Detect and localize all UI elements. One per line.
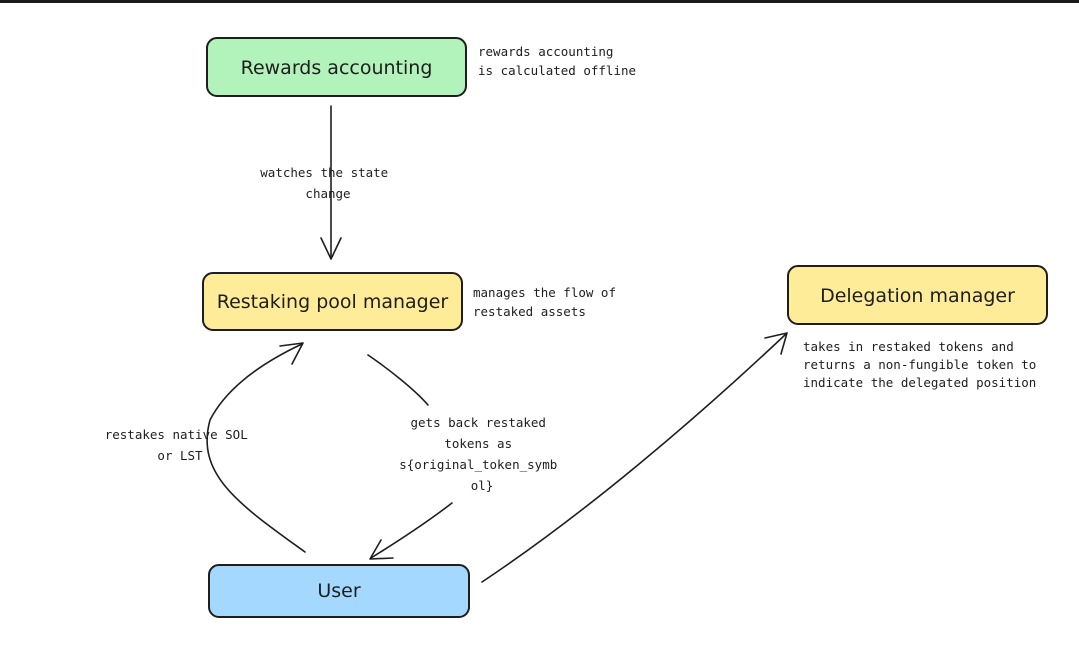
arrowhead	[320, 237, 342, 260]
edge-label-pool-to-user: gets back restaked tokens as s{original_…	[399, 415, 565, 493]
top-border	[0, 0, 1079, 3]
edge-label-line: change	[305, 186, 350, 201]
node-box	[787, 265, 1048, 325]
note-line: manages the flow of	[473, 285, 616, 300]
node-box	[202, 272, 463, 331]
edge-label-line: restakes native SOL	[105, 427, 248, 442]
note-line: returns a non-fungible token to	[803, 357, 1036, 372]
edge-user-to-pool	[206, 342, 306, 553]
edge-label-user-to-pool: restakes native SOL or LST	[105, 427, 256, 463]
edge-label-line: watches the state	[260, 165, 388, 180]
node-restaking-pool-manager[interactable]: Restaking pool manager	[202, 272, 463, 331]
note-rewards-accounting: rewards accounting is calculated offline	[478, 44, 636, 78]
note-restaking-pool-manager: manages the flow of restaked assets	[473, 285, 624, 319]
edge-pool-to-user	[367, 354, 453, 560]
edge-label-line: gets back restaked	[411, 415, 546, 430]
node-box	[208, 564, 470, 618]
node-label: Delegation manager	[820, 285, 1015, 307]
edge-line	[206, 343, 306, 553]
node-rewards-accounting[interactable]: Rewards accounting	[206, 37, 467, 97]
note-delegation-manager: takes in restaked tokens and returns a n…	[803, 339, 1044, 390]
edge-label-line: s{original_token_symb	[399, 457, 557, 472]
node-user[interactable]: User	[208, 564, 470, 618]
edge-label-line: or LST	[157, 448, 203, 463]
edge-label-rewards-to-pool: watches the state change	[260, 165, 395, 201]
note-line: rewards accounting	[478, 44, 613, 59]
edge-label-line: ol}	[471, 478, 494, 493]
note-line: takes in restaked tokens and	[803, 339, 1014, 354]
node-box	[206, 37, 467, 97]
edge-line	[481, 333, 787, 583]
node-label: Restaking pool manager	[217, 291, 449, 313]
edge-rewards-to-pool	[320, 105, 342, 260]
node-delegation-manager[interactable]: Delegation manager	[787, 265, 1048, 325]
node-label: User	[317, 580, 360, 602]
node-label: Rewards accounting	[241, 57, 433, 79]
arrowhead	[764, 332, 788, 355]
edge-line	[370, 502, 453, 559]
arrowhead	[279, 342, 304, 365]
edge-line	[367, 354, 429, 406]
note-line: indicate the delegated position	[803, 375, 1036, 390]
edge-user-to-delegation	[481, 332, 788, 583]
note-line: is calculated offline	[478, 63, 636, 78]
edge-label-line: tokens as	[444, 436, 512, 451]
note-line: restaked assets	[473, 304, 586, 319]
arrowhead	[369, 539, 394, 560]
